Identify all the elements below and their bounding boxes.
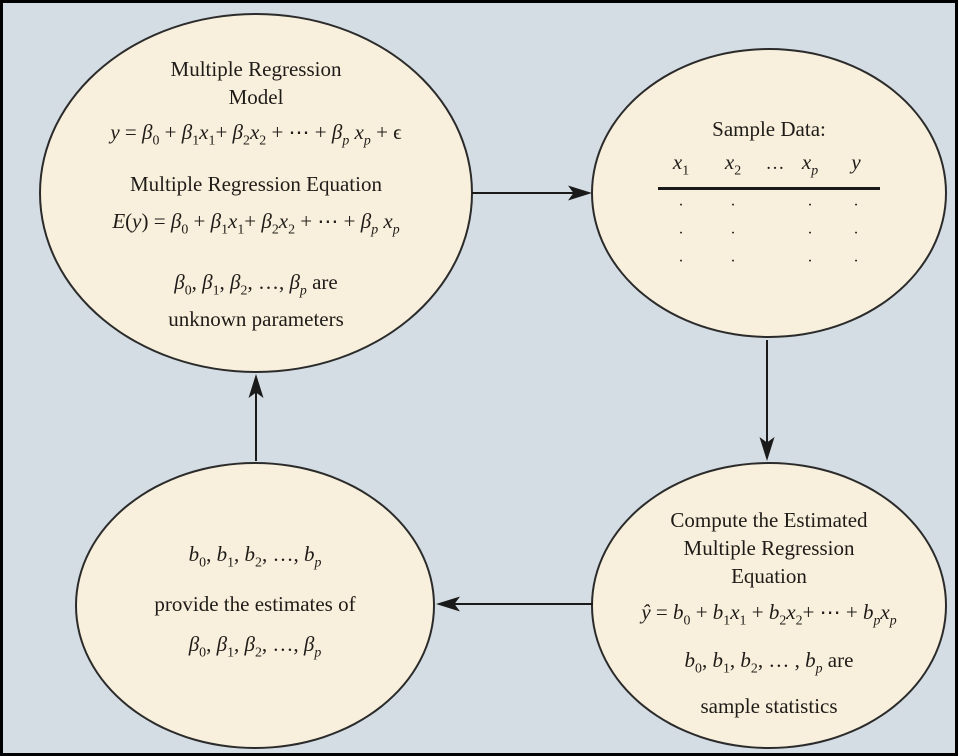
table-cell: · [853, 253, 859, 271]
table-cell: · [730, 225, 736, 243]
node-multiple-regression-model: Multiple Regression Model y = β0 + β1x1+… [39, 13, 473, 373]
column-header-ellipsis: … [765, 153, 785, 174]
node-sample-data: Sample Data: x1 x2 … xp y · · · · · · · … [591, 48, 947, 338]
estimates-b-line: b0, b1, b2, …, bp [188, 542, 322, 570]
column-header-y: y [851, 150, 861, 174]
sample-data-header-row: x1 x2 … xp y [658, 148, 880, 184]
table-cell: · [807, 225, 813, 243]
table-cell: · [678, 197, 684, 215]
table-cell: · [678, 253, 684, 271]
unknown-parameters-line1: β0, β1, β2, …, βp are [174, 269, 338, 297]
model-title-line2: Model [228, 85, 284, 109]
sample-statistics-line2: sample statistics [700, 693, 838, 718]
table-cell: · [807, 197, 813, 215]
table-cell: · [853, 225, 859, 243]
estimates-beta-line: β0, β1, β2, …, βp [188, 632, 322, 660]
table-cell: · [853, 197, 859, 215]
arrow-sample-to-compute [759, 340, 775, 461]
model-title-line1: Multiple Regression [170, 57, 342, 81]
node-compute-estimated-equation: Compute the Estimated Multiple Regressio… [591, 462, 947, 749]
table-cell: · [807, 253, 813, 271]
compute-title-line3: Equation [731, 564, 807, 588]
table-cell: · [730, 253, 736, 271]
column-header-xp: xp [801, 150, 819, 178]
expected-value-equation: E(y) = β0 + β1x1+ β2x2 + ⋯ + βp xp [112, 209, 400, 237]
compute-title-line2: Multiple Regression [683, 536, 855, 560]
unknown-parameters-line2: unknown parameters [168, 306, 344, 331]
estimates-text-line: provide the estimates of [154, 592, 356, 617]
table-row: · · · · [658, 192, 880, 220]
column-header-x2: x2 [724, 150, 742, 178]
table-row: · · · · [658, 220, 880, 248]
table-cell: · [730, 197, 736, 215]
sample-statistics-line1: b0, b1, b2, … , bp are [684, 648, 854, 676]
sample-data-table: x1 x2 … xp y · · · · · · · · · · [658, 148, 880, 276]
model-equation: y = β0 + β1x1+ β2x2 + ⋯ + βp xp + ϵ [110, 120, 402, 148]
regression-equation-heading: Multiple Regression Equation [130, 172, 382, 197]
compute-title-line1: Compute the Estimated [670, 508, 868, 532]
arrow-compute-to-estimates [436, 596, 593, 612]
estimated-equation: ŷ = b0 + b1x1 + b2x2+ ⋯ + bpxp [641, 600, 897, 628]
table-row: · · · · [658, 248, 880, 276]
node-estimates: b0, b1, b2, …, bp provide the estimates … [75, 462, 435, 749]
column-header-x1: x1 [672, 150, 690, 178]
arrow-estimates-to-model [248, 374, 264, 461]
sample-data-title: Sample Data: [712, 117, 826, 141]
arrow-model-to-sample [472, 185, 592, 201]
table-cell: · [678, 225, 684, 243]
table-header-rule [658, 187, 880, 191]
